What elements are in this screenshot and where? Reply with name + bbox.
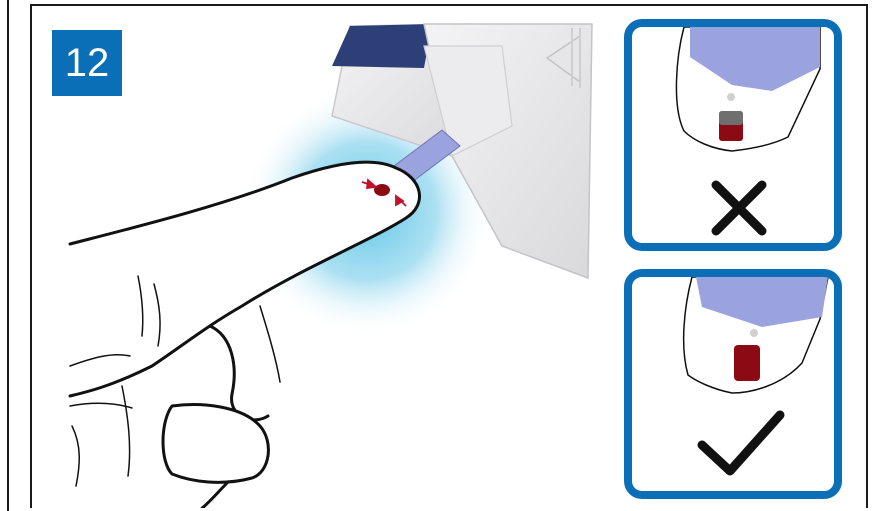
- panel-incorrect-application: [624, 19, 842, 251]
- finger-creases: [69, 275, 281, 487]
- strip-partial-fill-diagram: [675, 27, 821, 236]
- step-number-label: 12: [64, 41, 110, 85]
- instruction-step-frame: 12: [30, 4, 868, 508]
- hand-outline: [68, 160, 421, 508]
- strip-chamber-full: [734, 345, 760, 381]
- panel-correct-application: [624, 269, 842, 499]
- left-margin-rule: [7, 0, 9, 511]
- fingertip-meter-illustration: [68, 23, 593, 508]
- pointing-arrows: [361, 178, 407, 207]
- step-number-badge: 12: [52, 30, 122, 96]
- checkmark-icon: [697, 410, 785, 476]
- cross-icon: [711, 180, 767, 236]
- blood-drop: [374, 184, 390, 196]
- strip-full-fill-diagram: [682, 277, 829, 476]
- glucose-meter: [331, 23, 593, 280]
